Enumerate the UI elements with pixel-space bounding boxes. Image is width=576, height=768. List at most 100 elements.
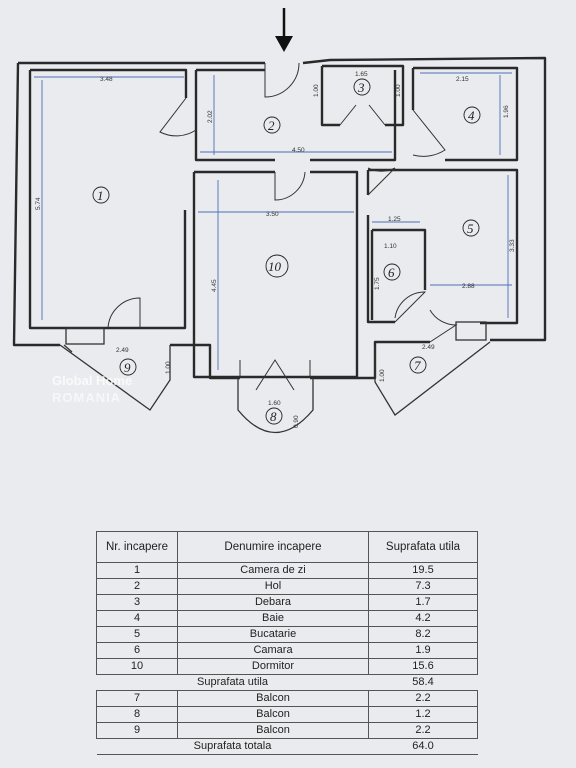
row-area: 7.3 [368, 578, 478, 595]
door-swing [429, 309, 458, 343]
row-nr: 4 [96, 610, 178, 627]
row-name: Balcon [177, 690, 369, 707]
room-marker-3: 3 [353, 78, 371, 96]
total-area: 64.0 [368, 738, 478, 755]
door-swing [239, 359, 311, 391]
row-area: 8.2 [368, 626, 478, 643]
door-swing [367, 167, 396, 196]
dim-label: 1.00 [395, 84, 402, 97]
dim-label: 1.10 [384, 243, 397, 250]
row-name: Bucatarie [177, 626, 369, 643]
dim-label: 5.74 [35, 197, 42, 210]
svg-text:4: 4 [468, 108, 475, 123]
row-nr: 8 [96, 706, 178, 723]
row-nr: 7 [96, 690, 178, 707]
room-marker-9: 9 [119, 358, 137, 376]
subtotal-area: 58.4 [368, 674, 478, 691]
row-name: Camera de zi [177, 562, 369, 579]
inner-wall-left [28, 68, 188, 330]
outer-wall [12, 56, 547, 380]
room-marker-6: 6 [383, 263, 401, 281]
room-marker-5: 5 [462, 219, 480, 237]
svg-text:8: 8 [270, 409, 277, 424]
svg-text:1: 1 [97, 188, 104, 203]
row-area: 4.2 [368, 610, 478, 627]
svg-text:7: 7 [414, 358, 421, 373]
room-marker-1: 1 [92, 186, 110, 204]
watermark-line1: Global Home [52, 373, 132, 388]
row-nr: 1 [96, 562, 178, 579]
dim-label: 0.90 [293, 415, 300, 428]
door-swing [394, 291, 427, 323]
row-area: 15.6 [368, 658, 478, 675]
table-header-row: Nr. incapere Denumire incapere Suprafata… [96, 531, 478, 563]
bedroom-walls [192, 170, 359, 379]
closet-walls [320, 64, 405, 127]
total-label: Suprafata totala [96, 738, 369, 755]
dim-label: 2.49 [116, 347, 129, 354]
header-nr: Nr. incapere [96, 531, 178, 563]
door-swing [107, 297, 141, 329]
dim-label: 2.88 [462, 283, 475, 290]
header-area: Suprafata utila [368, 531, 478, 563]
room-area-table: Nr. incapere Denumire incapere Suprafata… [96, 531, 478, 755]
dim-label: 2.15 [456, 76, 469, 83]
row-area: 19.5 [368, 562, 478, 579]
row-name: Baie [177, 610, 369, 627]
row-name: Debara [177, 594, 369, 611]
row-name: Camara [177, 642, 369, 659]
dim-label: 2.49 [422, 344, 435, 351]
row-nr: 6 [96, 642, 178, 659]
dim-label: 3.50 [266, 211, 279, 218]
row-nr: 3 [96, 594, 178, 611]
row-nr: 2 [96, 578, 178, 595]
row-name: Dormitor [177, 658, 369, 675]
dim-label: 3.33 [509, 239, 516, 252]
watermark-line2: ROMANIA [52, 390, 121, 405]
svg-text:9: 9 [124, 360, 131, 375]
bath-walls [411, 66, 519, 162]
balcony-7 [374, 341, 491, 416]
hall-walls [194, 68, 397, 162]
header-name: Denumire incapere [177, 531, 369, 563]
room-marker-8: 8 [265, 407, 283, 425]
row-area: 1.2 [368, 706, 478, 723]
door-swing [412, 109, 446, 157]
dim-label: 1.00 [165, 361, 172, 374]
row-area: 2.2 [368, 722, 478, 739]
dim-label: 1.96 [503, 105, 510, 118]
entrance-arrow-icon [275, 8, 293, 52]
door-swing [159, 97, 197, 137]
dim-label: 4.50 [292, 147, 305, 154]
balcony-9 [59, 344, 171, 411]
row-area: 1.9 [368, 642, 478, 659]
kitchen-walls [366, 168, 519, 325]
door-swing [339, 104, 386, 126]
svg-text:3: 3 [357, 80, 365, 95]
row-nr: 10 [96, 658, 178, 675]
floor-plan: 3.48 5.74 2.02 1.00 1.65 1.00 2.15 1.96 … [12, 8, 547, 433]
row-nr: 5 [96, 626, 178, 643]
window-7 [455, 321, 487, 341]
dim-label: 1.25 [388, 216, 401, 223]
row-nr: 9 [96, 722, 178, 739]
door-swing [274, 171, 306, 201]
room-marker-2: 2 [263, 116, 281, 134]
row-area: 1.7 [368, 594, 478, 611]
dim-label: 1.00 [313, 84, 320, 97]
room-marker-10: 10 [265, 254, 289, 278]
row-name: Balcon [177, 722, 369, 739]
row-name: Hol [177, 578, 369, 595]
balcony-8 [237, 378, 314, 433]
